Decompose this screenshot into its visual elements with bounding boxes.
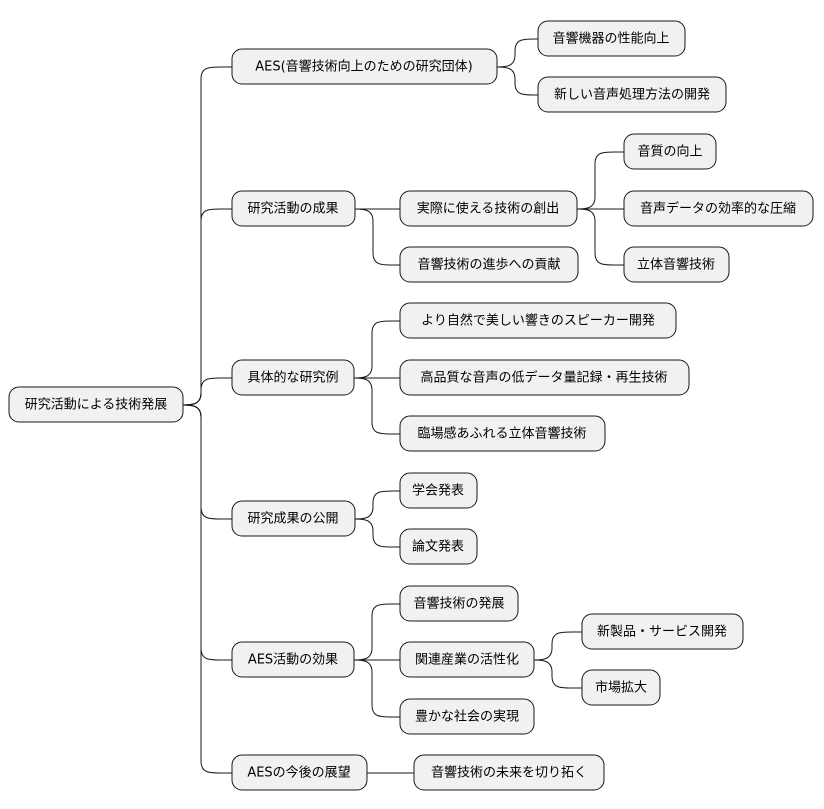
node-leaf-market-expansion[interactable]: 市場拡大 <box>581 669 661 706</box>
node-branch-publication[interactable]: 研究成果の公開 <box>231 500 356 537</box>
node-label: AES活動の効果 <box>248 653 338 668</box>
connector-line <box>353 659 400 718</box>
node-label: AESの今後の展望 <box>247 765 350 781</box>
node-leaf-paper[interactable]: 論文発表 <box>399 528 478 565</box>
connector-line <box>354 518 400 548</box>
node-leaf-data-compression[interactable]: 音声データの効率的な圧縮 <box>623 190 814 227</box>
node-label: 音響技術の未来を切り拓く <box>431 765 587 781</box>
connector-line <box>182 66 232 406</box>
node-label: 音質の向上 <box>637 144 702 160</box>
node-leaf-new-products[interactable]: 新製品・サービス開発 <box>581 613 744 650</box>
node-leaf-low-data-recording[interactable]: 高品質な音声の低データ量記録・再生技術 <box>399 359 690 396</box>
connector-line <box>576 208 624 266</box>
node-sub-practical-technology[interactable]: 実際に使える技術の創出 <box>399 190 578 227</box>
node-label: 豊かな社会の実現 <box>415 709 519 725</box>
mindmap-edges <box>182 38 624 774</box>
node-branch-research-examples[interactable]: 具体的な研究例 <box>231 359 355 396</box>
connector-line <box>533 631 582 661</box>
node-label: 音響技術の発展 <box>413 596 504 612</box>
node-branch-aes-effects[interactable]: AES活動の効果 <box>231 641 355 678</box>
connector-line <box>353 603 400 661</box>
connector-line <box>182 404 232 661</box>
node-label: より自然で美しい響きのスピーカー開発 <box>421 313 655 329</box>
connector-line <box>182 404 232 520</box>
connector-line <box>182 404 232 774</box>
node-leaf-conference[interactable]: 学会発表 <box>399 472 478 509</box>
connector-line <box>496 66 538 96</box>
node-label: 具体的な研究例 <box>247 370 338 386</box>
node-label: 新しい音声処理方法の開発 <box>554 87 710 103</box>
node-leaf-3d-audio[interactable]: 立体音響技術 <box>623 246 730 283</box>
node-leaf-rich-society[interactable]: 豊かな社会の実現 <box>399 698 535 735</box>
node-label: 高品質な音声の低データ量記録・再生技術 <box>420 370 667 386</box>
node-leaf-speaker-development[interactable]: より自然で美しい響きのスピーカー開発 <box>399 302 677 339</box>
node-label: 臨場感あふれる立体音響技術 <box>417 426 586 442</box>
node-sub-industry-activation[interactable]: 関連産業の活性化 <box>399 641 535 678</box>
connector-line <box>533 659 582 689</box>
node-label: 音響機器の性能向上 <box>552 31 669 47</box>
connector-line <box>353 320 400 379</box>
connector-line <box>496 38 538 68</box>
node-branch-research-results[interactable]: 研究活動の成果 <box>231 190 356 227</box>
node-label: 新製品・サービス開発 <box>597 624 727 640</box>
node-leaf-equipment-performance[interactable]: 音響機器の性能向上 <box>537 20 686 57</box>
node-label: 研究成果の公開 <box>247 512 338 527</box>
node-leaf-contribution[interactable]: 音響技術の進歩への貢献 <box>399 246 579 283</box>
node-label: 論文発表 <box>412 539 464 555</box>
node-root[interactable]: 研究活動による技術発展 <box>8 386 184 423</box>
node-leaf-pioneer-future[interactable]: 音響技術の未来を切り拓く <box>413 754 605 791</box>
node-leaf-immersive-audio[interactable]: 臨場感あふれる立体音響技術 <box>399 415 606 452</box>
node-label: 研究活動の成果 <box>247 202 338 217</box>
connector-line <box>576 151 624 210</box>
connector-line <box>354 208 400 266</box>
node-label: 市場拡大 <box>595 680 647 696</box>
node-label: 関連産業の活性化 <box>415 652 519 668</box>
node-label: 学会発表 <box>412 483 464 499</box>
connector-line <box>354 490 400 520</box>
node-branch-future-outlook[interactable]: AESの今後の展望 <box>231 754 368 791</box>
node-branch-aes-organization[interactable]: AES(音響技術向上のための研究団体) <box>231 48 498 85</box>
node-label: 音声データの効率的な圧縮 <box>640 201 796 217</box>
node-leaf-audio-processing[interactable]: 新しい音声処理方法の開発 <box>537 76 727 113</box>
connector-line <box>353 377 400 435</box>
node-label: 立体音響技術 <box>637 257 715 273</box>
node-label: 音響技術の進歩への貢献 <box>417 257 560 273</box>
node-leaf-audio-tech-development[interactable]: 音響技術の発展 <box>399 585 519 622</box>
node-label: AES(音響技術向上のための研究団体) <box>255 59 473 75</box>
connector-line <box>182 208 232 406</box>
connector-line <box>182 377 232 406</box>
node-label: 実際に使える技術の創出 <box>417 201 560 217</box>
node-leaf-sound-quality[interactable]: 音質の向上 <box>623 133 717 170</box>
node-root-label: 研究活動による技術発展 <box>25 398 168 413</box>
